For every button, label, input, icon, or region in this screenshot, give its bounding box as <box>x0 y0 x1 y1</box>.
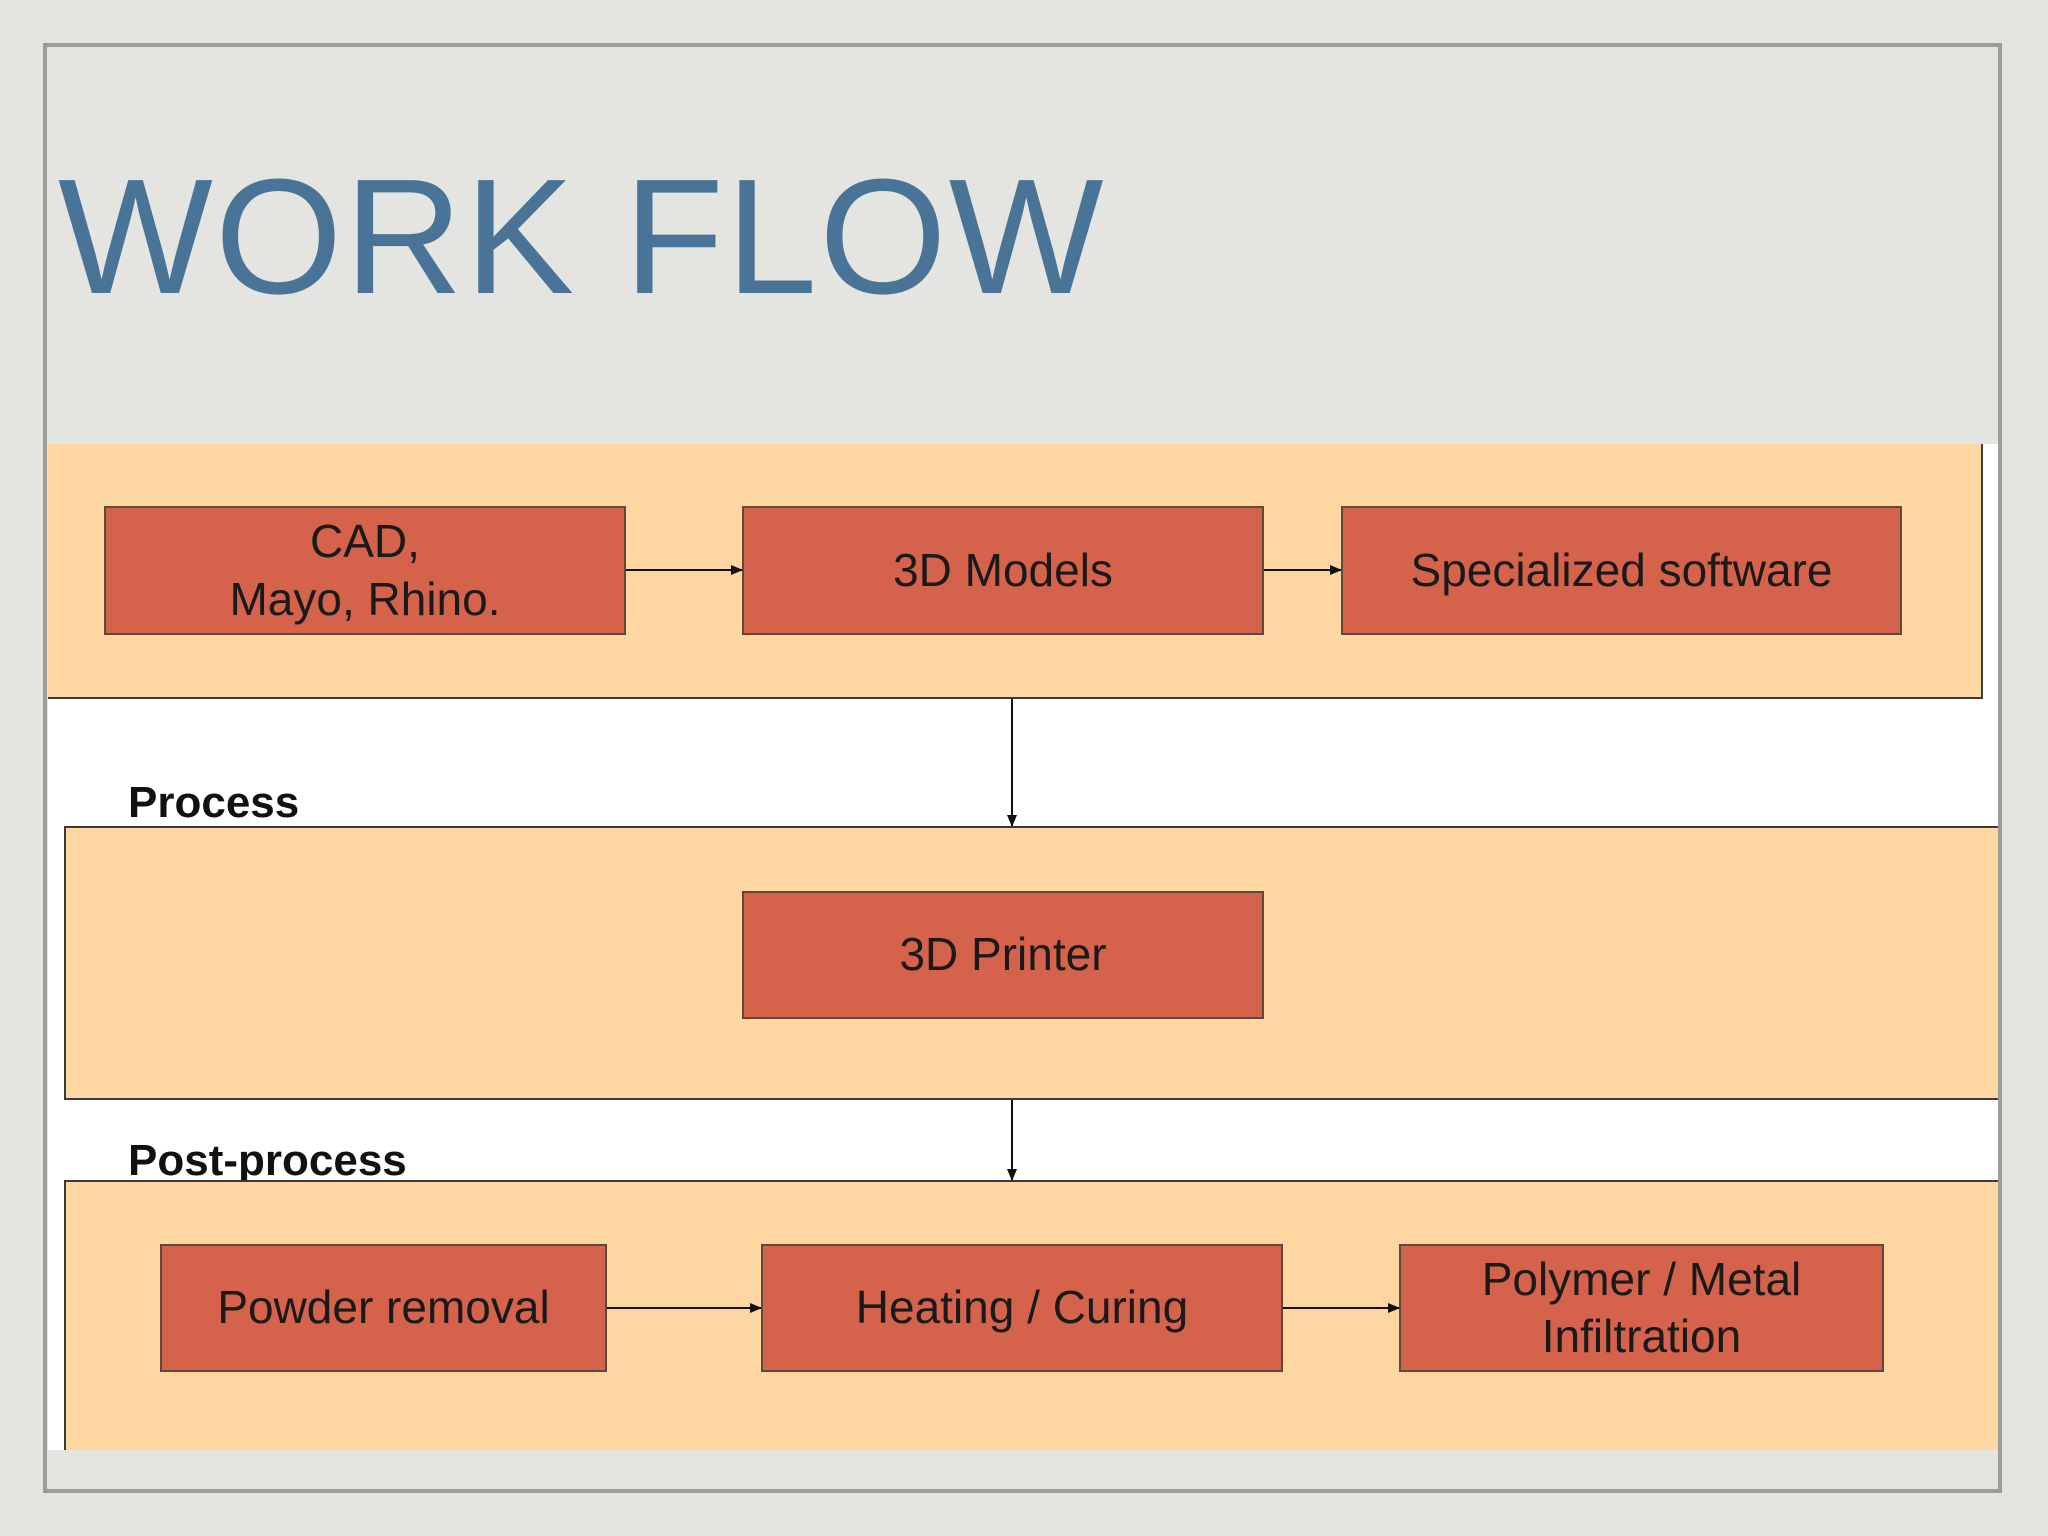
node-cad: CAD, Mayo, Rhino. <box>104 506 626 635</box>
node-3d-models: 3D Models <box>742 506 1264 635</box>
node-heating-curing: Heating / Curing <box>761 1244 1283 1372</box>
node-powder-removal: Powder removal <box>160 1244 607 1372</box>
section-label-post-process: Post-process <box>128 1136 407 1185</box>
slide-title: WORK FLOW <box>58 145 1106 328</box>
section-label-process: Process <box>128 778 300 827</box>
node-specialized-software: Specialized software <box>1341 506 1902 635</box>
node-3d-printer: 3D Printer <box>742 891 1264 1019</box>
node-polymer-metal-infiltration: Polymer / Metal Infiltration <box>1399 1244 1884 1372</box>
